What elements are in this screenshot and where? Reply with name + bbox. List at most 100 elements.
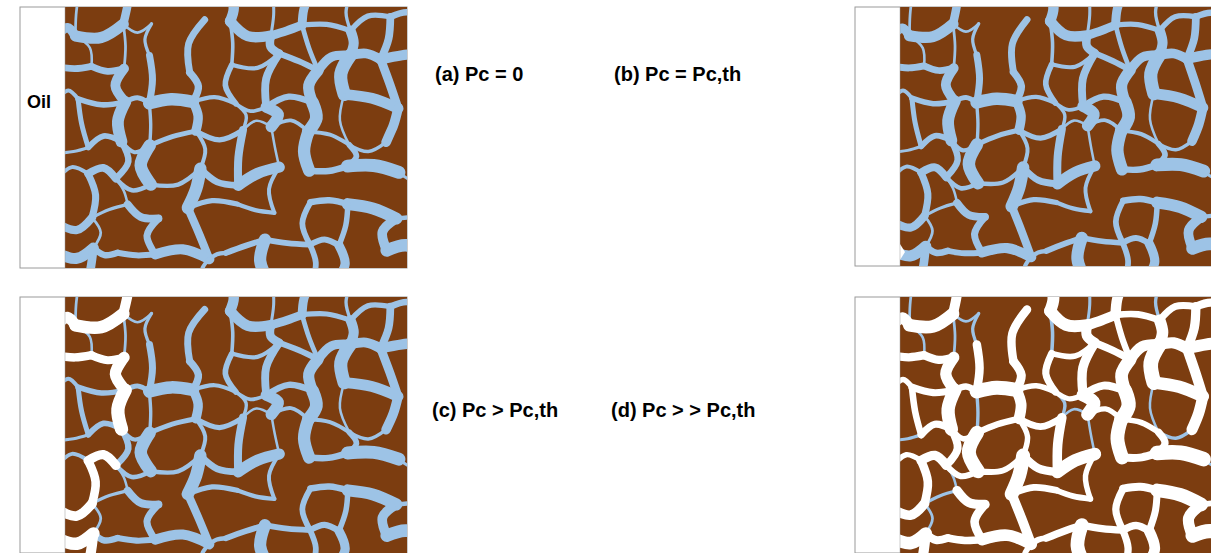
water-filled-pore — [237, 490, 274, 499]
water-filled-pore — [387, 245, 407, 251]
oil-filled-pore — [65, 317, 75, 325]
water-filled-pore — [900, 216, 925, 228]
water-filled-pore — [900, 146, 921, 152]
oil-filled-pore — [1116, 489, 1123, 531]
water-filled-pore — [909, 314, 953, 327]
water-filled-pore — [193, 97, 236, 104]
water-filled-pore — [335, 531, 345, 553]
water-filled-pore — [344, 383, 398, 397]
panel-frame — [855, 7, 1211, 266]
water-filled-pore — [118, 253, 156, 256]
water-filled-pore — [900, 66, 924, 68]
water-filled-pore — [1146, 531, 1155, 553]
water-filled-pore — [912, 98, 921, 146]
water-filled-pore — [230, 21, 233, 64]
water-filled-pore — [118, 102, 125, 142]
water-filled-pore — [1048, 7, 1054, 21]
water-filled-pore — [88, 533, 93, 553]
water-filled-pore — [921, 246, 926, 266]
water-filled-pore — [145, 313, 152, 344]
inlet-face — [65, 297, 66, 553]
water-filled-pore — [909, 24, 953, 37]
water-filled-pore — [302, 202, 310, 244]
water-filled-pore — [946, 177, 957, 203]
water-filled-pore — [1048, 297, 1054, 311]
water-filled-pore — [202, 259, 209, 268]
water-filled-pore — [1056, 203, 1090, 212]
water-filled-pore — [1192, 108, 1203, 142]
water-filled-pore — [1062, 121, 1088, 130]
oil-filled-pore — [65, 504, 92, 517]
panel-frame — [20, 297, 407, 553]
water-filled-pore — [977, 103, 978, 145]
water-filled-pore — [1116, 201, 1123, 243]
water-filled-pore — [900, 167, 921, 177]
oil-filled-pore — [1149, 490, 1157, 530]
water-filled-pore — [269, 454, 279, 499]
water-filled-pore — [1157, 203, 1201, 217]
water-filled-pore — [1149, 203, 1157, 244]
water-filled-pore — [65, 504, 92, 517]
water-filled-pore — [957, 203, 985, 217]
water-filled-pore — [260, 240, 269, 268]
water-filled-pore — [900, 318, 909, 326]
water-filled-pore — [65, 147, 88, 153]
water-filled-pore — [228, 297, 234, 311]
water-filled-pore — [1187, 342, 1211, 348]
oil-filled-pore — [921, 424, 951, 435]
oil-filled-pore — [1048, 297, 1054, 311]
water-filled-pore — [230, 311, 271, 327]
water-filled-pore — [145, 24, 152, 56]
water-filled-pore — [390, 302, 407, 311]
oil-filled-pore — [118, 390, 125, 429]
oil-entry-front — [900, 244, 905, 260]
water-filled-pore — [141, 433, 151, 471]
water-filled-pore — [1160, 16, 1196, 31]
water-filled-pore — [973, 313, 979, 344]
water-filled-pore — [953, 297, 959, 314]
water-filled-pore — [973, 24, 979, 55]
oil-filled-pore — [1116, 297, 1123, 315]
inlet-face — [65, 7, 66, 268]
water-filled-pore — [977, 130, 1019, 144]
water-filled-pore — [921, 172, 928, 215]
oil-filled-pore — [921, 461, 928, 504]
water-filled-pore — [1156, 7, 1160, 30]
water-filled-pore — [193, 385, 236, 392]
water-filled-pore — [969, 144, 978, 183]
water-filled-pore — [302, 7, 310, 25]
oil-filled-pore — [969, 433, 978, 471]
oil-filled-pore — [1077, 525, 1085, 553]
water-filled-pore — [900, 504, 925, 516]
panel-caption: (c) Pc > Pc,th — [432, 398, 558, 422]
water-filled-pore — [925, 203, 957, 216]
water-filled-pore — [88, 136, 121, 147]
water-filled-pore — [123, 7, 129, 24]
water-filled-pore — [193, 390, 198, 419]
water-filled-pore — [237, 204, 274, 213]
water-filled-pore — [271, 414, 279, 454]
oil-filled-pore — [1012, 487, 1057, 494]
water-filled-pore — [302, 24, 350, 31]
porous-medium-panel — [855, 0, 1211, 279]
water-filled-pore — [348, 204, 397, 218]
water-filled-pore — [302, 297, 310, 315]
water-filled-pore — [230, 21, 271, 37]
water-filled-pore — [265, 525, 310, 530]
water-filled-pore — [946, 141, 957, 178]
water-filled-pore — [1088, 126, 1095, 166]
oil-filled-pore — [75, 314, 123, 328]
water-filled-pore — [1095, 53, 1130, 70]
water-filled-pore — [78, 99, 88, 148]
water-filled-pore — [271, 315, 302, 325]
water-filled-pore — [339, 204, 348, 245]
oil-filled-pore — [1193, 531, 1211, 537]
water-filled-pore — [948, 101, 955, 140]
porous-medium-panel — [855, 284, 1211, 553]
water-filled-pore — [118, 538, 156, 541]
water-filled-pore — [1087, 25, 1115, 35]
water-filled-pore — [977, 388, 1017, 392]
water-filled-pore — [1116, 7, 1123, 25]
oil-filled-pore — [900, 504, 925, 516]
inlet-face — [900, 7, 901, 266]
